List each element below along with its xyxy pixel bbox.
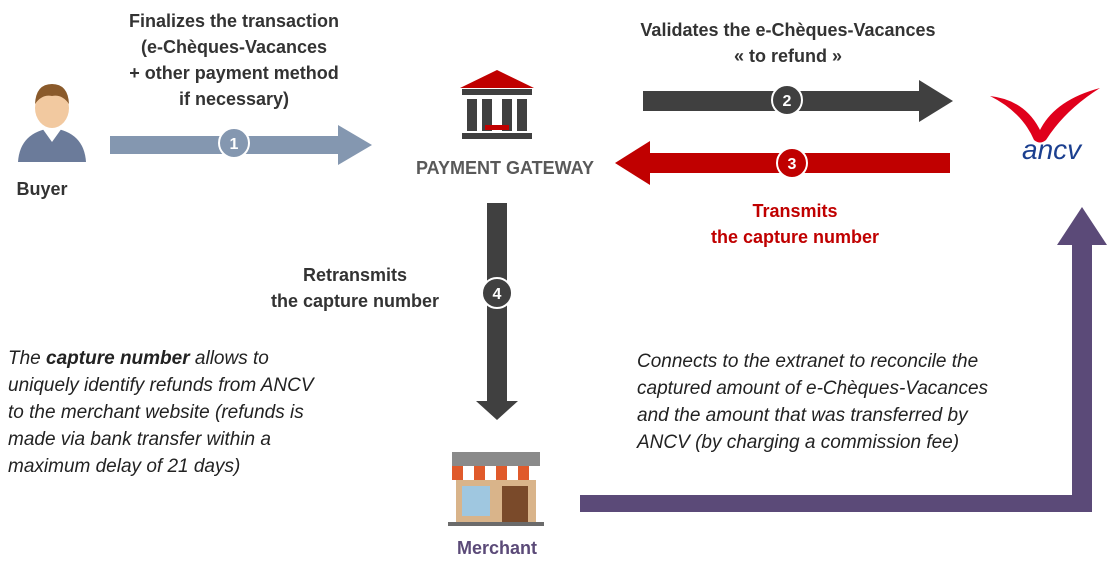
ancv-bird-logo [990,88,1100,143]
arrow-step-1: 1 [110,125,372,165]
capture-number-note: The capture number allows to uniquely id… [8,348,314,477]
step-4-number: 4 [493,286,502,303]
step-3-label: Transmits the capture number [710,201,880,247]
bank-icon [460,70,534,139]
arrow-step-3: 3 [615,141,950,185]
step-2-label: Validates the e-Chèques-Vacances « to re… [640,20,936,66]
merchant-label: Merchant [456,538,537,558]
step-4-label: Retransmits the capture number [270,265,440,311]
arrow-step-4: 4 [476,203,518,420]
arrow-merchant-to-ancv [580,207,1107,512]
step-2-number: 2 [783,93,792,110]
payment-gateway-label: PAYMENT GATEWAY [415,158,595,178]
step-1-label: Finalizes the transaction (e-Chèques-Vac… [128,11,340,109]
step-3-number: 3 [788,156,797,173]
step-1-number: 1 [230,136,239,153]
reconcile-note: Connects to the extranet to reconcile th… [637,351,989,453]
shop-icon [448,452,544,526]
buyer-person-icon [18,84,86,162]
buyer-label: Buyer [16,179,68,199]
ancv-logo-text: ancv [1022,134,1082,165]
arrow-step-2: 2 [643,80,953,122]
